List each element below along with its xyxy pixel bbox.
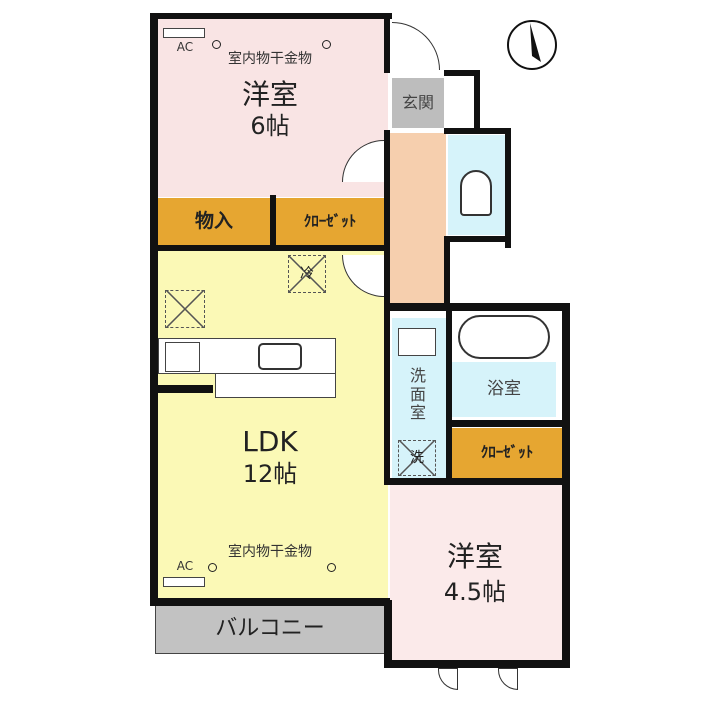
wall: [384, 478, 566, 485]
wall: [444, 128, 510, 134]
ac-label: AC: [176, 40, 194, 55]
bathroom: [452, 362, 556, 417]
drying-hook-label: 室内物干金物: [228, 543, 312, 560]
north-arrow-icon: [507, 20, 557, 70]
balcony-label: バルコニー: [215, 616, 325, 642]
closet-2: ｸﾛｰｾﾞｯﾄ: [452, 428, 562, 478]
drying-hook-icon: [208, 563, 217, 572]
storage-closet: 物入: [158, 198, 270, 245]
wall: [384, 660, 570, 668]
fridge-space: 冷: [288, 255, 326, 293]
wall: [505, 128, 511, 248]
drying-hook-icon: [327, 563, 336, 572]
washroom-label: 洗 面 室: [409, 366, 426, 423]
bathtub-icon: [458, 315, 550, 359]
stove-icon: [165, 342, 200, 372]
wall: [158, 385, 213, 393]
hallway: [390, 133, 446, 305]
sink-icon: [258, 343, 302, 370]
wall: [444, 70, 480, 76]
wall: [446, 305, 452, 485]
room-name: LDK: [242, 424, 298, 458]
wall: [150, 13, 392, 19]
wall: [270, 195, 276, 247]
wall: [444, 236, 510, 242]
western-room-45: [390, 485, 562, 660]
entrance-label: 玄関: [401, 92, 434, 112]
wall: [384, 130, 390, 310]
counter-extension: [215, 374, 336, 398]
wall: [562, 303, 570, 668]
wall: [384, 303, 570, 311]
air-conditioner-icon: [163, 28, 205, 38]
wall: [474, 70, 480, 130]
kitchen-counter: [158, 338, 336, 374]
entrance-door[interactable]: [392, 22, 440, 70]
wall: [150, 598, 390, 606]
wall: [384, 13, 390, 73]
washbasin-icon: [398, 328, 436, 356]
drying-hook-icon: [322, 40, 331, 49]
room-size: 12帖: [242, 460, 298, 489]
balcony-room-door[interactable]: [498, 668, 518, 690]
balcony-room-door[interactable]: [438, 668, 458, 690]
ventilation-icon: [165, 290, 205, 328]
wall: [155, 245, 388, 251]
entrance: [392, 78, 444, 128]
wall: [384, 305, 390, 485]
drying-hook-icon: [212, 40, 221, 49]
toilet-icon: [460, 170, 492, 216]
closet-1: ｸﾛｰｾﾞｯﾄ: [276, 198, 384, 245]
wall: [384, 600, 392, 668]
room-name: 洋室: [241, 77, 298, 111]
drying-hook-label: 室内物干金物: [228, 50, 312, 67]
room-size: 6帖: [250, 112, 290, 141]
room-size: 4.5帖: [443, 578, 507, 607]
ac-label: AC: [176, 559, 194, 574]
bathroom-label: 浴室: [487, 379, 521, 400]
air-conditioner-icon: [163, 577, 205, 587]
wall: [150, 13, 158, 605]
washer-space: 洗: [398, 440, 436, 476]
wall: [446, 420, 566, 427]
wall: [444, 236, 450, 306]
room-name: 洋室: [446, 539, 503, 573]
